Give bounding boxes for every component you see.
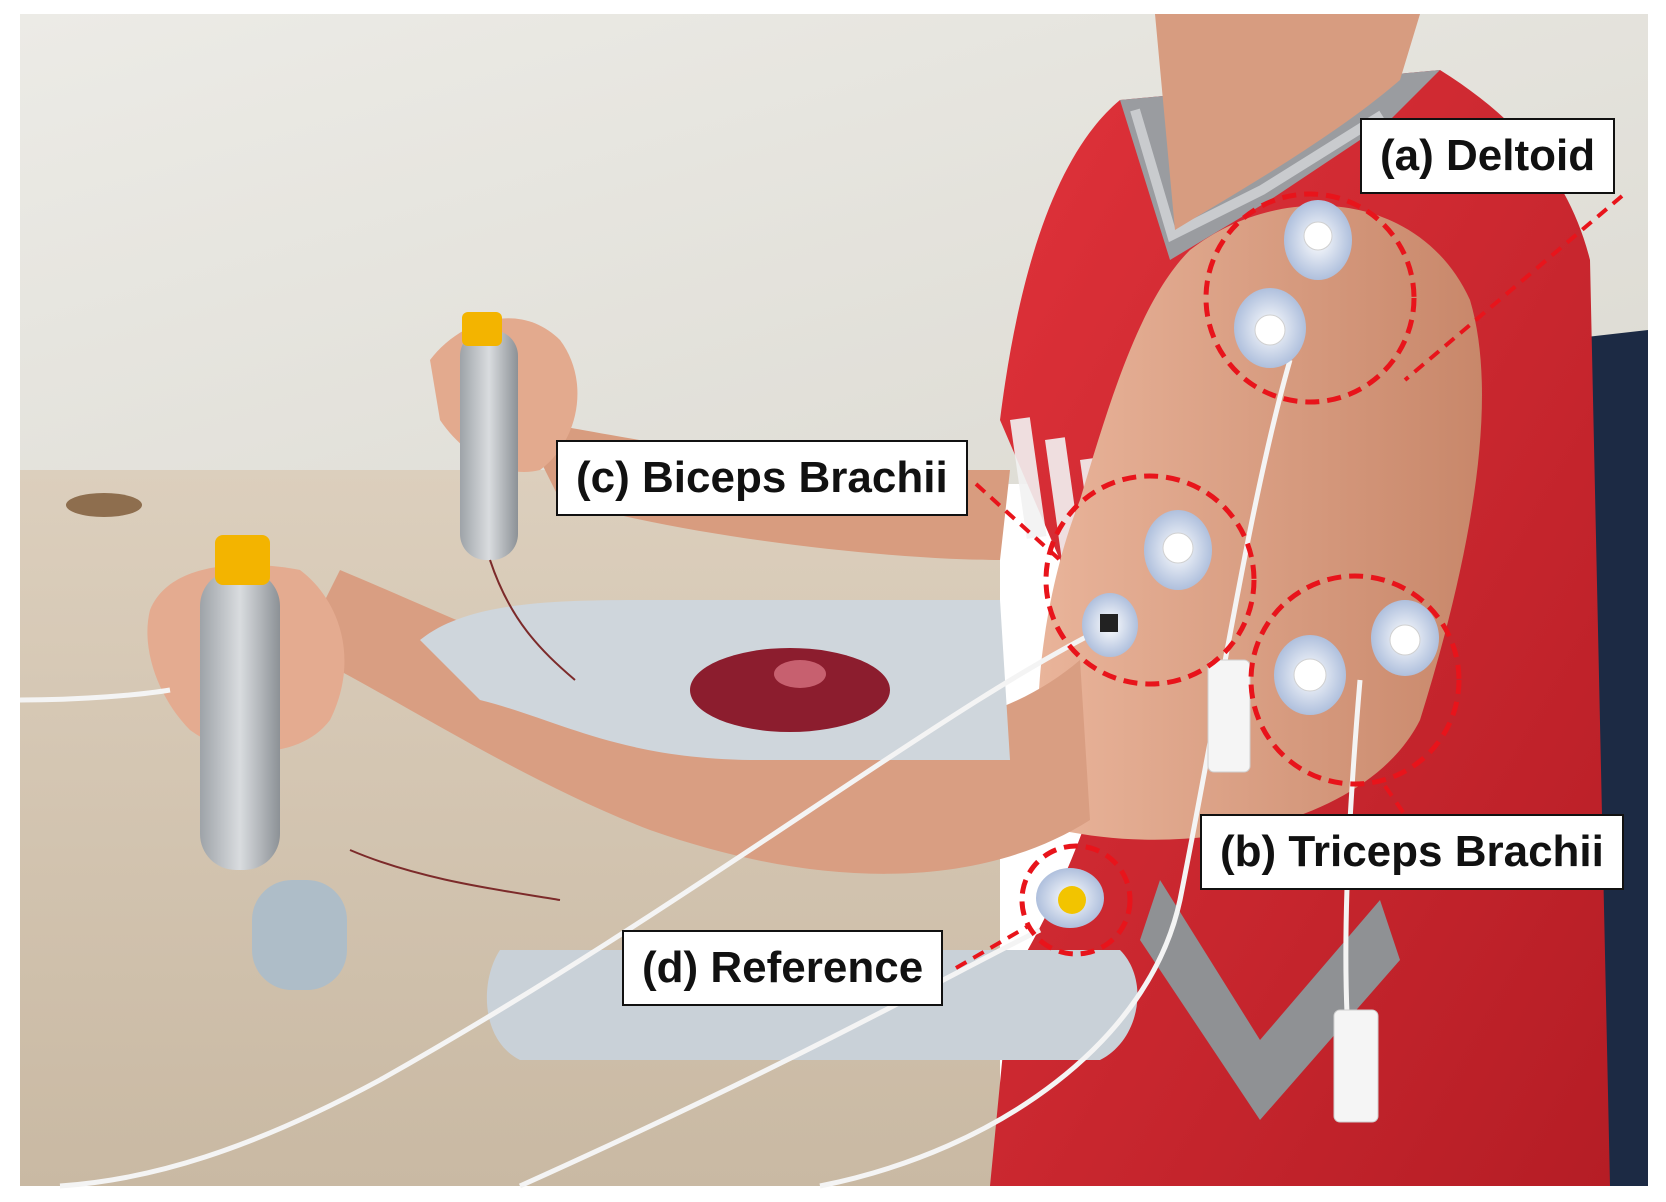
joystick-handle-icon [200, 535, 347, 990]
electrode-pad-icon [1082, 593, 1138, 657]
electrode-pad-icon [1371, 600, 1439, 676]
label-triceps-brachii: (b) Triceps Brachii [1200, 814, 1624, 890]
sensor-box-icon [1207, 659, 1251, 773]
label-biceps-brachii: (c) Biceps Brachii [556, 440, 968, 516]
marker-circles [1019, 191, 1462, 957]
device-disk [690, 648, 890, 732]
joystick-handle-icon [460, 312, 518, 560]
leader-lines [954, 194, 1624, 970]
electrode-pad-icon [1144, 510, 1212, 590]
marker-circle-deltoid [1203, 191, 1417, 405]
neck [1155, 14, 1420, 230]
marker-circle-biceps [1043, 473, 1257, 687]
marker-circle-reference [1019, 843, 1133, 957]
label-reference: (d) Reference [622, 930, 944, 1006]
sensor-box-icon [1333, 1009, 1379, 1123]
electrode-pad-icon [1274, 635, 1346, 715]
electrode-pad-icon [1036, 868, 1104, 928]
electrode-pad-icon [1284, 200, 1352, 280]
upper-arm [1038, 205, 1482, 840]
desk-grommet [66, 493, 142, 517]
marker-circle-triceps [1248, 573, 1462, 787]
label-deltoid: (a) Deltoid [1360, 118, 1616, 194]
electrode-pad-icon [1234, 288, 1306, 368]
